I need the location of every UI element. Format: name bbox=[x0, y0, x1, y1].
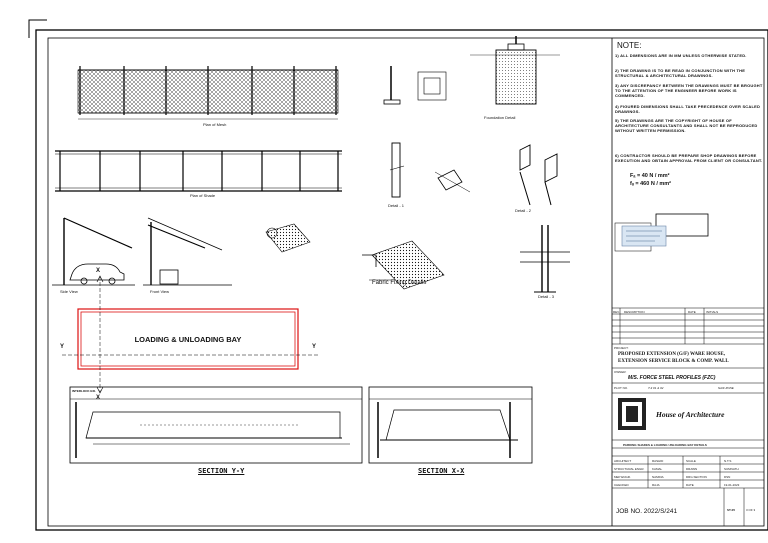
row-struct-label: STRUCTURAL ENGR. bbox=[614, 467, 645, 471]
front-view-drawing bbox=[143, 217, 232, 286]
front-view-label: Front View bbox=[150, 289, 170, 294]
note-5: 5) THE DRAWINGS ARE THE COPYRIGHT OF HOU… bbox=[615, 118, 758, 133]
notes-title: NOTE: bbox=[617, 41, 642, 50]
row-date-label: DATE bbox=[686, 483, 694, 487]
row-architect-label: ARCHITECT bbox=[614, 459, 632, 463]
row-drawn-label: DRAWN bbox=[686, 467, 698, 471]
row-scale-label: SCALE bbox=[686, 459, 696, 463]
side-view-label: Side View bbox=[60, 289, 78, 294]
note-6: 6) CONTRACTOR SHOULD BE PREPARE SHOP DRA… bbox=[615, 153, 763, 163]
row-mep-label: MEP ENGR. bbox=[614, 475, 631, 479]
axis-x-top: X bbox=[96, 268, 101, 274]
sheet-number: ST-05 bbox=[727, 508, 736, 512]
approval-stamp bbox=[621, 225, 667, 247]
detail-3-label: Detail - 3 bbox=[538, 294, 555, 299]
section-x-drawing bbox=[368, 386, 533, 464]
axis-y-right: Y bbox=[312, 344, 317, 350]
fabric-fixing-drawing bbox=[265, 223, 445, 290]
row-struct-value: KAMAL bbox=[652, 467, 663, 471]
detail-2-label: Detail - 2 bbox=[515, 208, 532, 213]
row-section-label: DRG.SECTION bbox=[686, 475, 707, 479]
plan-of-shade-drawing bbox=[55, 150, 342, 192]
project-name-1: PROPOSED EXTENSION (G/F) WARE HOUSE, bbox=[618, 352, 726, 357]
loading-bay-label: LOADING & UNLOADING BAY bbox=[134, 334, 242, 344]
owner-name: M/S. FORCE STEEL PROFILES (FZC) bbox=[628, 375, 716, 381]
plot-label: PLOT NO. bbox=[614, 386, 628, 390]
interlock-label: INTERLOCK EXI. bbox=[72, 389, 97, 393]
formula-fu: fᵤ = 460 N / mm² bbox=[630, 181, 671, 187]
project-label: PROJECT: bbox=[614, 346, 629, 350]
detail-3-drawing bbox=[520, 225, 570, 293]
date-header: DATE bbox=[688, 310, 696, 314]
row-drawn-value: SUMNATH bbox=[724, 467, 739, 471]
plan-of-mesh-drawing bbox=[77, 66, 339, 120]
detail-1-drawing bbox=[389, 142, 471, 198]
job-number: JOB NO. 2022/S/241 bbox=[616, 508, 678, 515]
formula-fy: Fₐ = 40 N / mm² bbox=[630, 173, 670, 179]
sheet-count: 3 OF 3 bbox=[746, 508, 756, 512]
row-checked-label: CHECKED bbox=[614, 483, 629, 487]
detail-1-label: Detail - 1 bbox=[388, 203, 405, 208]
plan-of-mesh-label: Plan of Mesh bbox=[203, 122, 227, 127]
section-x-title: SECTION X-X bbox=[418, 467, 465, 475]
fabric-fixing-label: Fabric Fixing Details bbox=[372, 280, 427, 286]
section-y-title: SECTION Y-Y bbox=[198, 467, 245, 475]
title-block-grid bbox=[612, 213, 764, 526]
foundation-detail-label: Foundation Detail bbox=[484, 115, 516, 120]
note-3: 3) ANY DISCREPANCY BETWEEN THE DRAWINGS … bbox=[615, 83, 763, 98]
side-view-drawing bbox=[52, 217, 135, 286]
description-header: DESCRIPTION bbox=[624, 310, 645, 314]
row-mep-value: NAMDIA bbox=[652, 475, 664, 479]
initials-header: INITIALS bbox=[706, 310, 719, 314]
owner-label: OWNER: bbox=[614, 370, 627, 374]
plan-of-shade-label: Plan of Shade bbox=[190, 193, 216, 198]
detail-2-drawing bbox=[519, 144, 558, 206]
row-section-value: DSN bbox=[724, 475, 731, 479]
row-date-value: 19-01-2023 bbox=[724, 483, 740, 487]
note-2: 2) THE DRAWING IS TO BE READ IN CONJUNCT… bbox=[615, 68, 746, 78]
foundation-detail-drawing bbox=[383, 36, 560, 105]
loading-bay-plan bbox=[62, 275, 318, 394]
row-scale-value: N.T.S bbox=[724, 459, 732, 463]
rev-header: REV. bbox=[613, 310, 620, 314]
zone: SAIF ZONE bbox=[718, 386, 734, 390]
drawing-title: PARKING SHADES & LOADING UNLOADING BAY D… bbox=[623, 443, 707, 447]
project-name-2: EXTENSION SERVICE BLOCK & COMP. WALL bbox=[618, 359, 729, 364]
consultant-logo bbox=[618, 398, 646, 430]
row-checked-value: RAJA bbox=[652, 483, 660, 487]
consultant-name: House of Architecture bbox=[656, 410, 725, 419]
plot-value: T-3 01 & 02 bbox=[648, 386, 664, 390]
axis-x-bottom: X bbox=[96, 395, 101, 401]
note-1: 1) ALL DIMENSIONS ARE IN MM UNLESS OTHER… bbox=[615, 53, 747, 58]
row-architect-value: RASHID bbox=[652, 459, 664, 463]
section-y-drawing bbox=[69, 386, 363, 464]
note-4: 4) FIGURED DIMENSIONS SHALL TAKE PRECEDE… bbox=[615, 104, 761, 114]
axis-y-left: Y bbox=[60, 344, 65, 350]
